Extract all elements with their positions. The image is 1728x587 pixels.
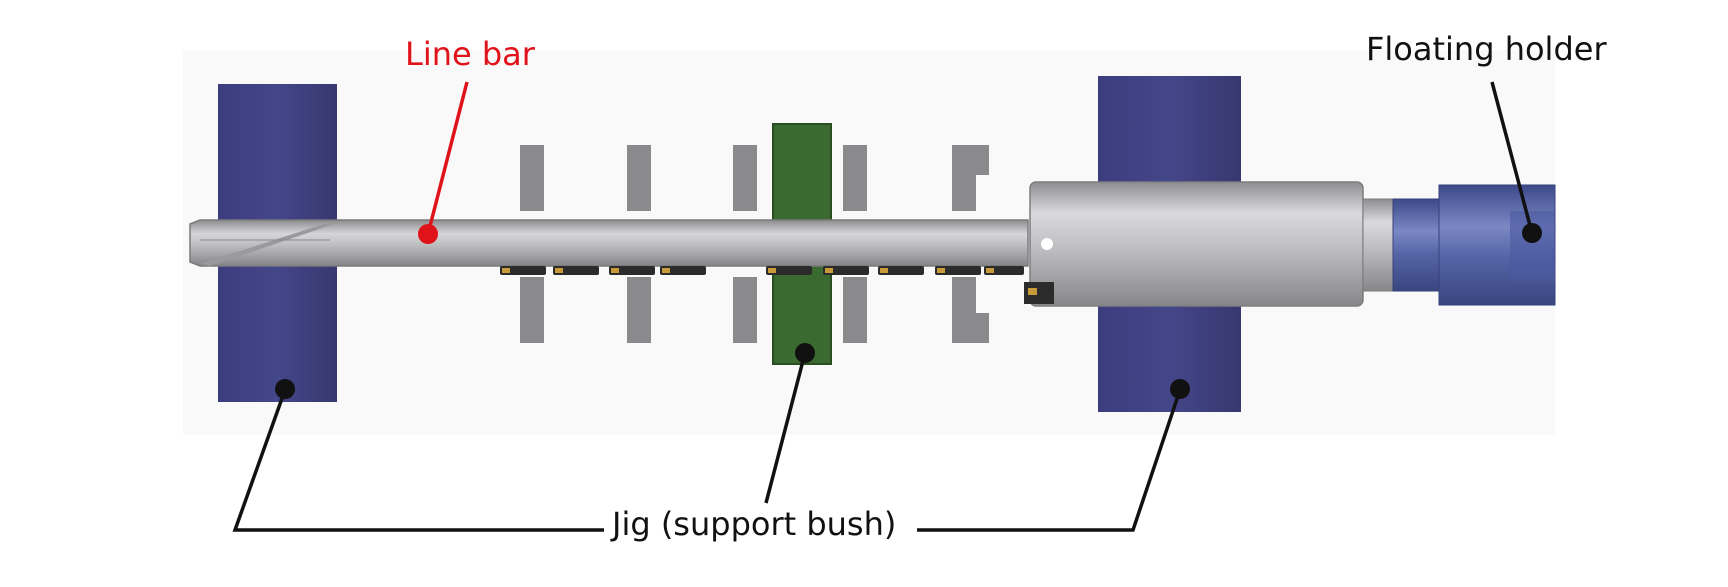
line-bar-label: Line bar [405, 35, 535, 73]
jig-left-dot [275, 379, 295, 399]
floating-holder-dot [1522, 223, 1542, 243]
line-bar-callout [426, 81, 469, 235]
callout-lines [232, 81, 1534, 532]
floating-holder [1392, 184, 1556, 306]
cutting-inserts [500, 266, 1024, 275]
jig-right-dot [1170, 379, 1190, 399]
jig-right-callout [917, 389, 1182, 532]
floating-holder-callout [1490, 81, 1534, 234]
jig-support-bush-label: Jig (support bush) [612, 505, 897, 543]
jig-center-dot [795, 343, 815, 363]
boring-body [1024, 181, 1394, 307]
jig-left-callout [232, 389, 604, 532]
floating-holder-label: Floating holder [1366, 30, 1607, 68]
workpiece-walls [520, 145, 989, 343]
line-bar-dot [418, 224, 438, 244]
jig-center-callout [764, 352, 807, 504]
line-bar [189, 219, 1029, 267]
